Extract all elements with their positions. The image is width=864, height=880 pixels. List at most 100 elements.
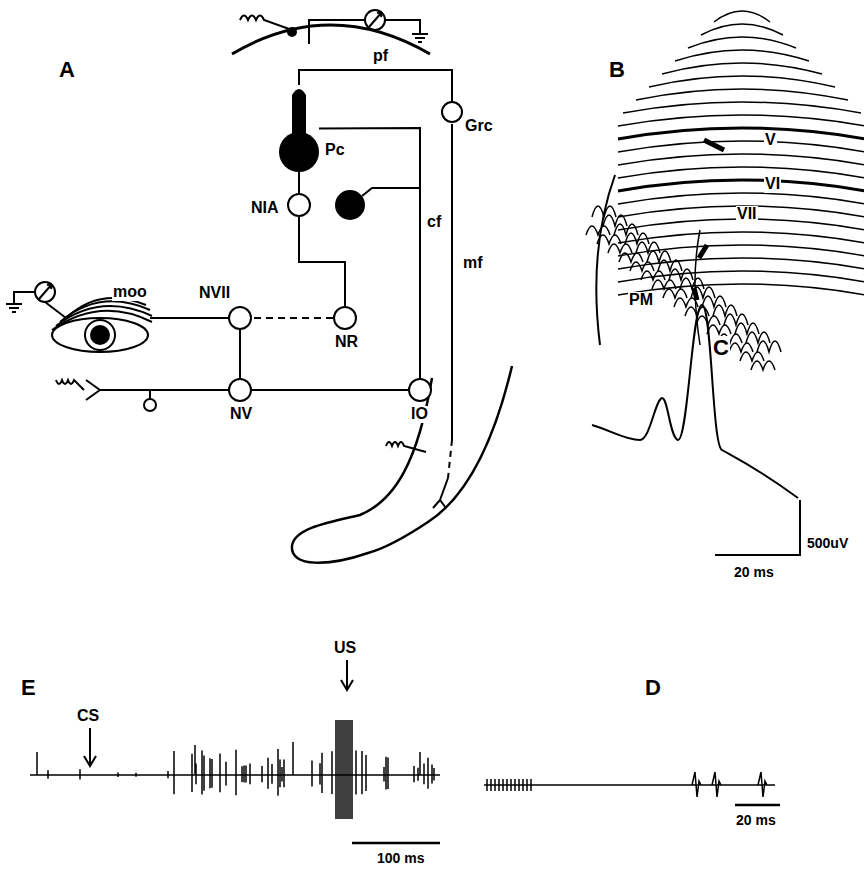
conditioning-trace-part <box>84 728 96 766</box>
purkinje-shape <box>279 85 319 172</box>
trigeminal-input-part <box>149 390 151 399</box>
cerebellum-drawing-part <box>619 253 643 262</box>
figure-label: 20 ms <box>733 565 775 580</box>
cerebellum-drawing-part <box>603 215 627 226</box>
node-label: NV <box>229 406 253 423</box>
mossy-fiber-part <box>433 478 448 508</box>
figure-label: mf <box>462 255 484 272</box>
purkinje-soma <box>279 132 319 172</box>
cerebellum-drawing-part <box>714 11 770 22</box>
orbicularis-muscle-part <box>66 298 146 318</box>
figure-label: US <box>333 640 357 657</box>
cerebellum-drawing-part <box>707 325 731 334</box>
recording-meter-part <box>385 20 428 42</box>
recording-meter-part <box>365 10 385 30</box>
cerebellum-drawing-part <box>647 251 671 262</box>
recording-meter-part <box>309 20 365 44</box>
field-potential-part <box>715 500 800 555</box>
panel-letter: C <box>712 336 730 359</box>
fiber-connector <box>239 330 241 378</box>
orbicularis-muscle-part <box>56 306 152 326</box>
figure-label: V <box>764 132 777 149</box>
fiber-connector <box>299 217 345 306</box>
emg-meter-part <box>45 302 66 318</box>
cerebellum-drawing-part <box>625 233 649 244</box>
panel-letter: E <box>20 676 37 699</box>
figure-label: 20 ms <box>735 813 777 828</box>
cerebellum-drawing-part <box>618 141 864 152</box>
cerebellum-drawing-part <box>669 269 693 280</box>
cerebellum-drawing-part <box>740 352 764 361</box>
trigeminal-input-part <box>56 380 84 390</box>
electrode-track-part <box>699 245 707 258</box>
leg <box>292 366 512 563</box>
emg-meter <box>6 282 66 318</box>
emg-meter-part <box>35 282 55 302</box>
cerebellum-drawing-part <box>618 258 864 269</box>
fiber-connector <box>252 317 333 319</box>
panel-letter: A <box>58 58 76 81</box>
figure-label: CS <box>76 708 100 725</box>
cerebellum-drawing-part <box>757 341 781 352</box>
cerebellum-drawing-part <box>729 343 753 352</box>
panel-letter: D <box>644 676 662 699</box>
mossy-fiber <box>433 124 452 508</box>
cerebellum-drawing-part <box>618 245 864 256</box>
conditioning-trace <box>30 660 440 843</box>
cerebellum-drawing-part <box>680 278 704 289</box>
field-potential <box>592 305 800 555</box>
eye-part <box>91 326 109 344</box>
eye <box>52 318 148 352</box>
node-label: Pc <box>324 142 346 159</box>
cerebellum-drawing-part <box>724 314 748 325</box>
cerebellum-drawing-part <box>618 128 864 139</box>
field-potential-part <box>592 305 798 498</box>
spike-trace-part <box>484 772 775 797</box>
cerebellum-drawing-part <box>618 232 864 243</box>
neuron-circle: IO <box>408 378 432 402</box>
conditioning-trace-part <box>30 720 440 819</box>
cerebellum-drawing-part <box>751 361 775 370</box>
cerebellum-drawing-part <box>713 305 737 316</box>
figure-label: VII <box>736 206 758 223</box>
cerebellum-drawing-part <box>746 332 770 343</box>
electrode-track <box>694 140 724 300</box>
cerebellum-drawing-part <box>636 242 660 253</box>
purkinje-cell: Pc <box>279 85 319 172</box>
neuron-circle: NIA <box>287 193 311 217</box>
cerebellum-drawing-part <box>614 224 638 235</box>
deep-nucleus-cell-part <box>362 188 420 196</box>
cerebellum-drawing <box>586 11 864 370</box>
recording-meter <box>309 10 428 44</box>
deep-nucleus-cell-part <box>336 191 364 219</box>
panel-letter: B <box>608 58 626 81</box>
cerebellum-drawing-part <box>735 323 759 334</box>
fiber-connector <box>299 70 452 101</box>
eye-part <box>52 318 148 352</box>
cerebellum-drawing-part <box>618 180 864 191</box>
cerebellum-drawing-part <box>636 89 848 100</box>
cerebellum-drawing-part <box>623 102 861 113</box>
neuron-circle: NR <box>333 306 357 330</box>
figure-label: moo <box>112 284 148 301</box>
stimulation-electrode-part <box>288 28 296 36</box>
cerebellum-drawing-part <box>663 289 687 298</box>
cerebellum-drawing-part <box>618 115 864 126</box>
cerebellum-drawing-part <box>641 271 665 280</box>
conditioning-trace-part <box>341 660 353 690</box>
trigeminal-input-part <box>86 380 228 400</box>
leg-stimulator <box>386 442 426 452</box>
cerebellum-drawing-part <box>618 154 864 165</box>
cerebellum-drawing-part <box>702 296 726 307</box>
fiber-connector <box>298 172 300 193</box>
cerebellum-drawing-part <box>586 226 610 235</box>
node-label: Grc <box>464 118 494 135</box>
cerebellum-drawing-part <box>608 244 632 253</box>
cerebellum-drawing-part <box>596 175 615 345</box>
cerebellar-cortex <box>232 25 430 54</box>
orbicularis-muscle-part <box>52 311 152 330</box>
figure-label: 500uV <box>806 536 849 551</box>
deep-nucleus-cell <box>336 188 420 219</box>
